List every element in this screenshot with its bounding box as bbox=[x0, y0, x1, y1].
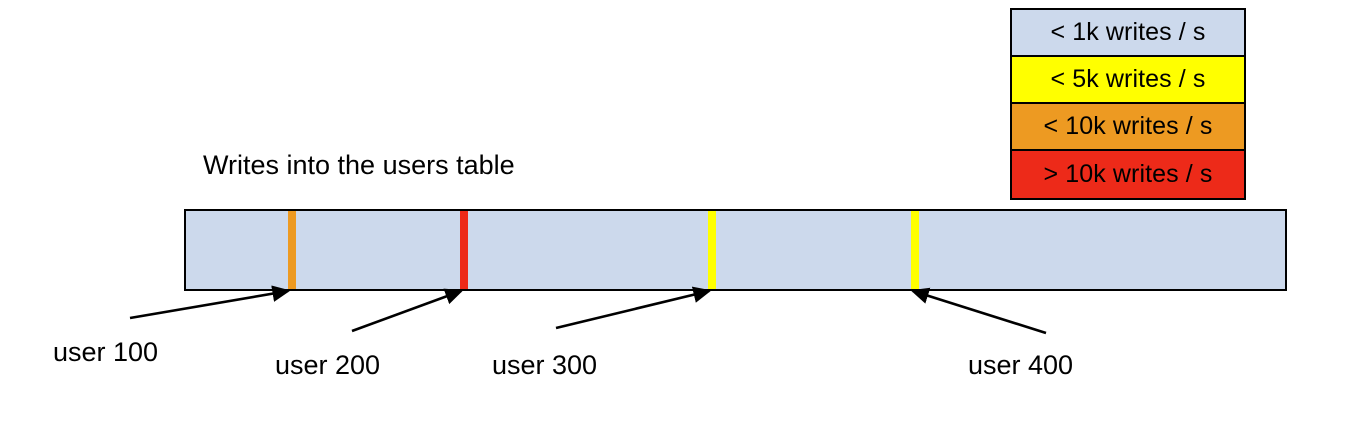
label-user-100: user 100 bbox=[53, 337, 159, 367]
arrow-user-200 bbox=[351, 288, 464, 333]
stripe-user-400 bbox=[911, 211, 919, 289]
legend-label-gt-10k: > 10k writes / s bbox=[1043, 160, 1213, 188]
arrow-user-400 bbox=[910, 287, 1047, 335]
legend-row-gt-10k: > 10k writes / s bbox=[1012, 151, 1244, 198]
writes-rate-legend: < 1k writes / s < 5k writes / s < 10k wr… bbox=[1010, 8, 1246, 200]
stripe-user-300 bbox=[708, 211, 716, 289]
label-user-400: user 400 bbox=[968, 350, 1074, 380]
label-user-200: user 200 bbox=[275, 350, 381, 380]
arrow-user-100 bbox=[129, 285, 291, 320]
legend-row-lt-5k: < 5k writes / s bbox=[1012, 57, 1244, 104]
legend-label-lt-10k: < 10k writes / s bbox=[1043, 112, 1213, 140]
stripe-user-200 bbox=[460, 211, 468, 289]
diagram-caption: Writes into the users table bbox=[203, 150, 515, 180]
legend-row-lt-1k: < 1k writes / s bbox=[1012, 10, 1244, 57]
legend-label-lt-1k: < 1k writes / s bbox=[1050, 18, 1206, 46]
label-user-300: user 300 bbox=[492, 350, 598, 380]
users-table-bar bbox=[184, 209, 1287, 291]
stripe-user-100 bbox=[288, 211, 296, 289]
legend-row-lt-10k: < 10k writes / s bbox=[1012, 104, 1244, 151]
arrow-user-300 bbox=[555, 286, 712, 330]
legend-label-lt-5k: < 5k writes / s bbox=[1050, 65, 1206, 93]
